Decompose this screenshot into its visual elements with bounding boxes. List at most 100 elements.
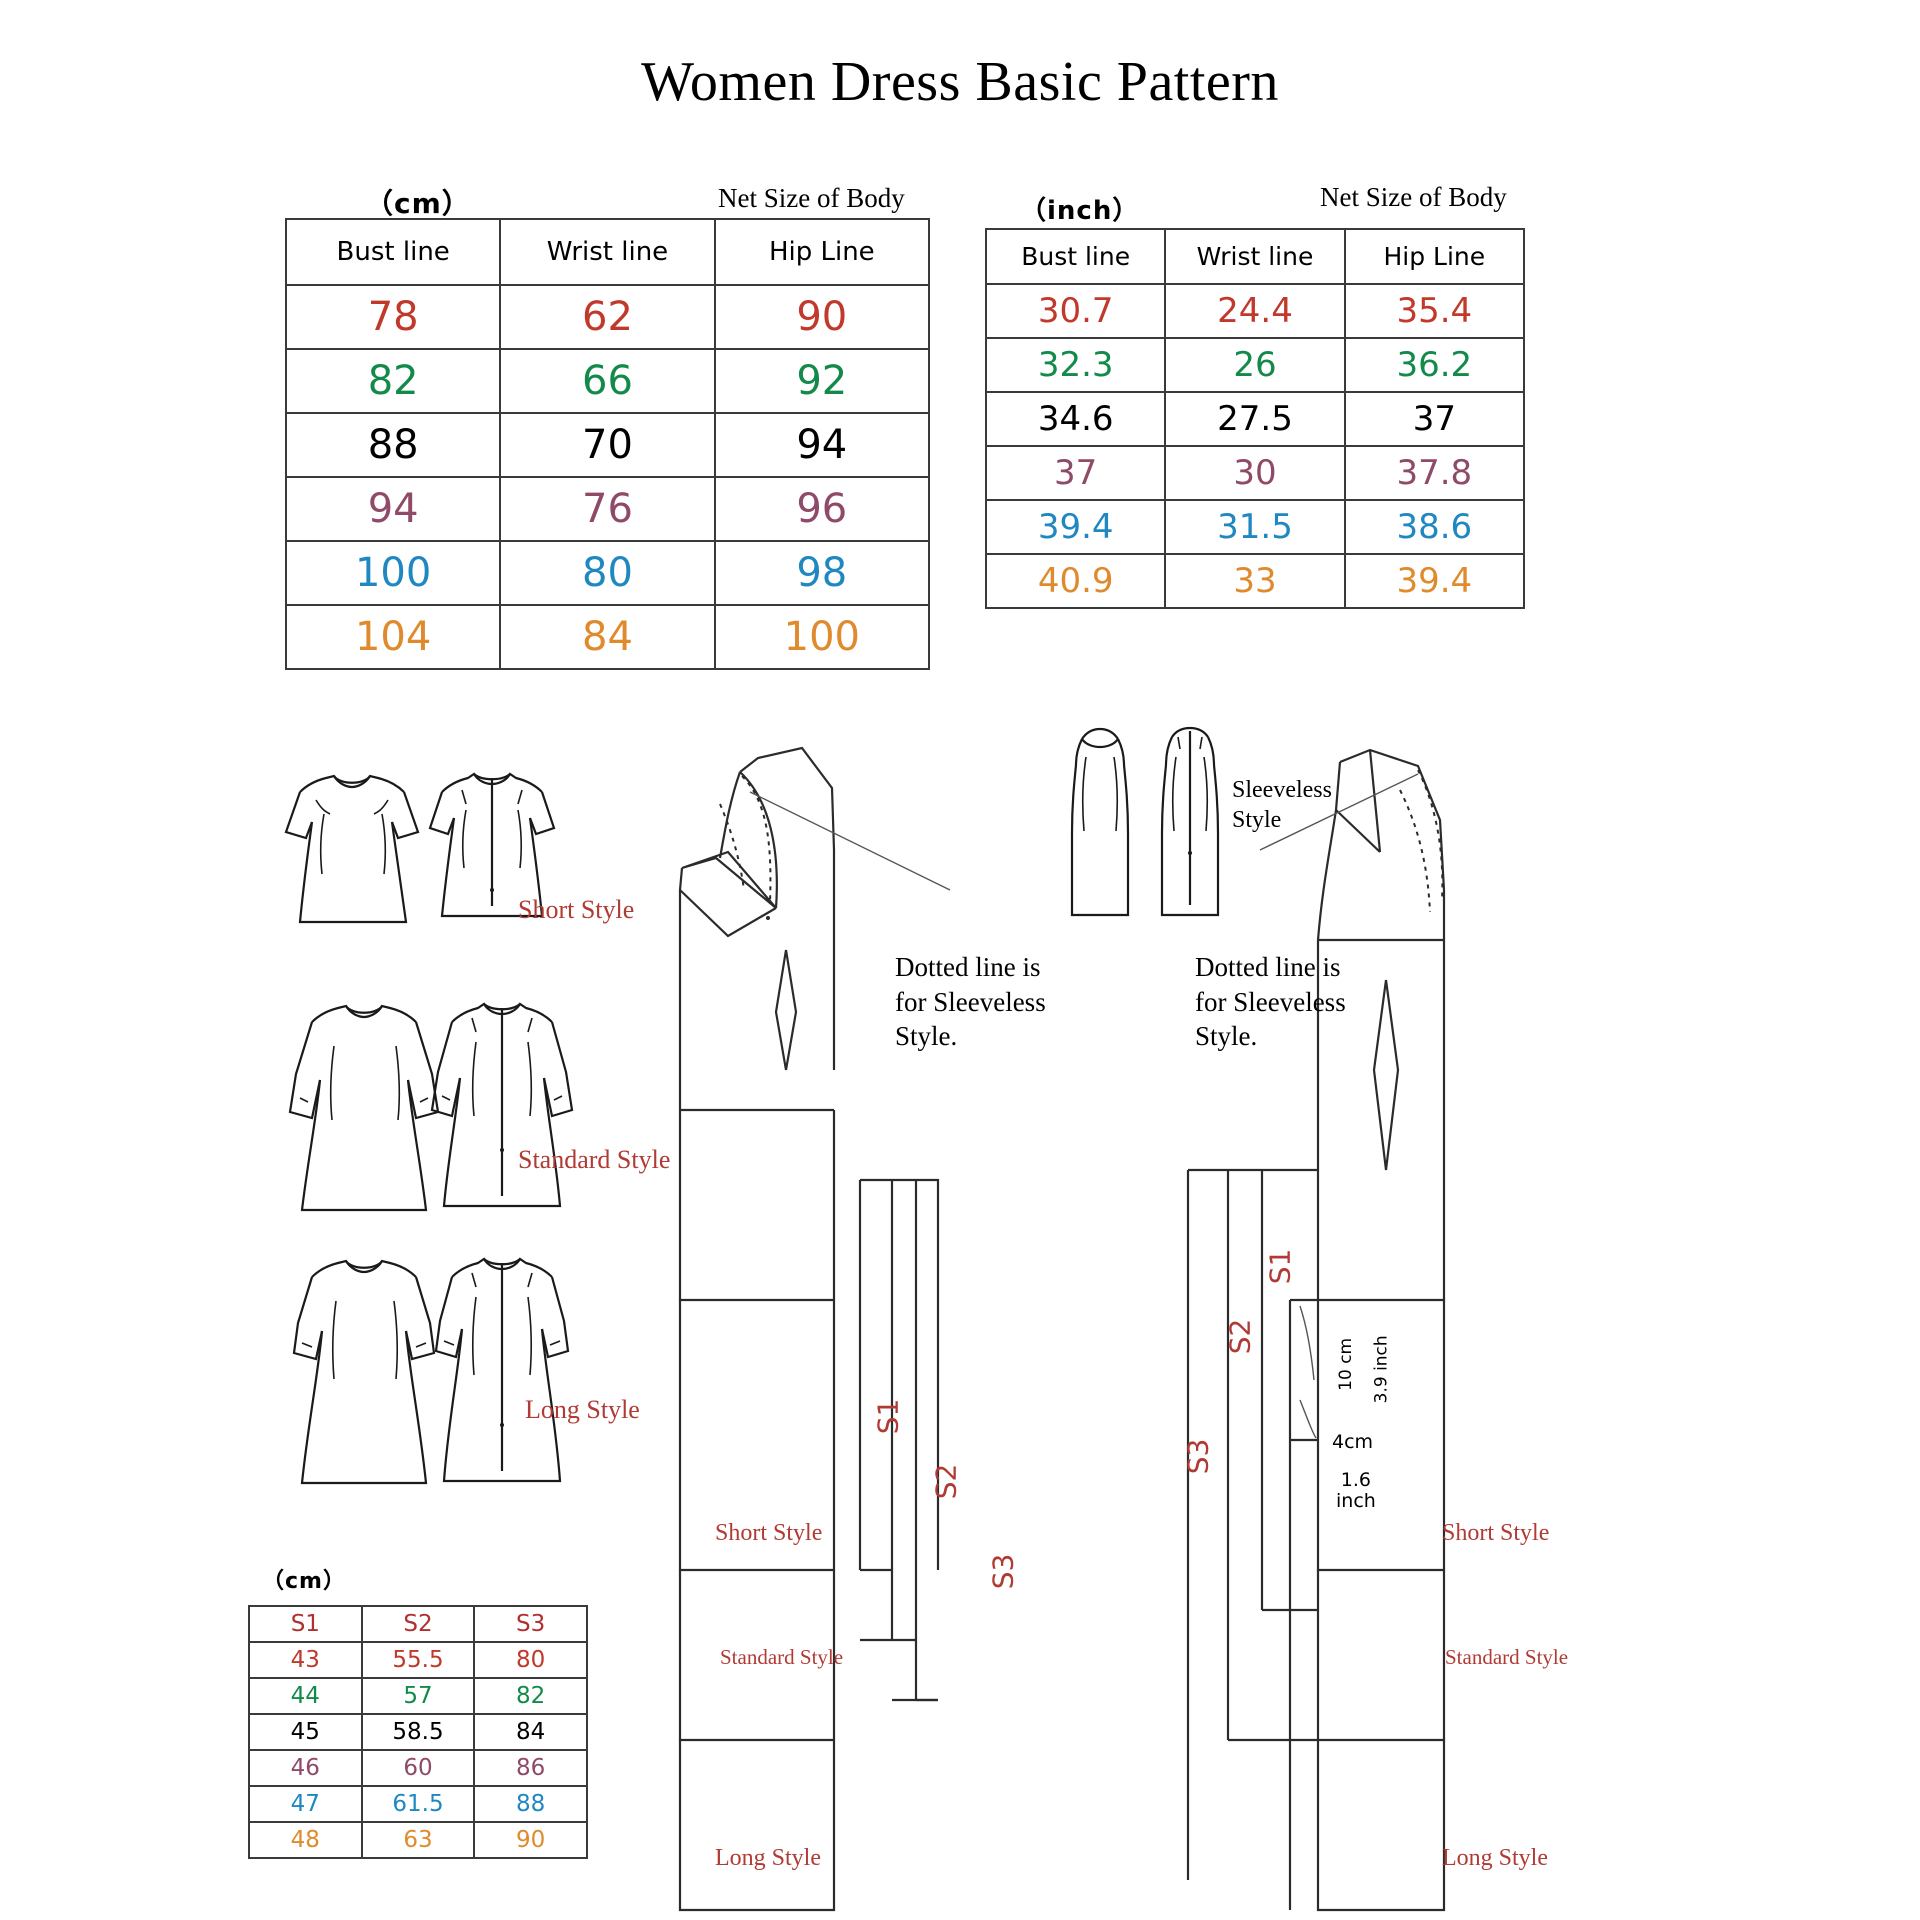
pattern-label-long-style-right: Long Style: [1442, 1845, 1548, 1871]
table-cell: 45: [248, 1713, 363, 1751]
table-cell: 46: [248, 1749, 363, 1787]
pattern-label-short-style-right: Short Style: [1442, 1520, 1550, 1546]
table-cell: 100: [284, 540, 502, 606]
cm-table-caption: Net Size of Body: [718, 183, 905, 213]
table-cell: 63: [360, 1821, 476, 1859]
dress-illustration-sleeveless: [1070, 727, 1130, 917]
table-cell: 62: [499, 284, 716, 350]
table-cell: 44: [248, 1677, 363, 1715]
dress-illustrations-long: [292, 1259, 436, 1485]
label-short-style-illustration: Short Style: [518, 895, 635, 924]
table-cell: 104: [284, 604, 502, 670]
table-cell: 96: [713, 476, 931, 542]
dimension-10cm: 10 cm: [1336, 1337, 1357, 1391]
table-cell: 92: [713, 348, 931, 414]
table-cell: 58.5: [360, 1713, 476, 1751]
table-cell: 98: [713, 540, 931, 606]
table-cell: 43: [248, 1641, 363, 1679]
table-cell: 34.6: [984, 391, 1167, 447]
table-cell: 26: [1164, 337, 1346, 393]
table-cell: 35.4: [1343, 283, 1526, 339]
table-cell: 39.4: [984, 499, 1167, 555]
pattern-block-right: [1186, 748, 1446, 1912]
table-cell: 78: [284, 284, 502, 350]
table-cell: 27.5: [1164, 391, 1346, 447]
pattern-label-short-style-left: Short Style: [715, 1520, 823, 1546]
note-dotted-line-right: Dotted line is for Sleeveless Style.: [1195, 952, 1346, 1052]
column-header-bust: Bust line: [284, 218, 502, 286]
table-cell: 94: [284, 476, 502, 542]
table-cell: 88: [284, 412, 502, 478]
page-title: Women Dress Basic Pattern: [641, 51, 1279, 113]
table-cell: 38.6: [1343, 499, 1526, 555]
table-cell: 88: [473, 1785, 588, 1823]
table-cell: 57: [360, 1677, 476, 1715]
dress-illustrations-standard-back: [430, 1002, 574, 1208]
column-header-s2: S2: [360, 1605, 476, 1643]
table-cell: 32.3: [984, 337, 1167, 393]
dress-illustrations-long-back: [434, 1257, 570, 1483]
table-cell: 84: [499, 604, 716, 670]
pattern-label-standard-style-right: Standard Style: [1445, 1645, 1569, 1669]
sleeve-table-unit-label: （cm）: [262, 1569, 346, 1594]
seam-label-s1-right: S1: [1263, 1248, 1297, 1285]
table-cell: 30: [1164, 445, 1346, 501]
inch-table-caption: Net Size of Body: [1320, 182, 1507, 212]
table-cell: 36.2: [1343, 337, 1526, 393]
pattern-block-left: [678, 746, 951, 1912]
table-cell: 37: [1343, 391, 1526, 447]
dimension-4cm: 4cm: [1332, 1431, 1374, 1453]
dress-illustration-sleeveless-back: [1160, 726, 1220, 917]
table-cell: 84: [473, 1713, 588, 1751]
column-header-s3: S3: [473, 1605, 588, 1643]
table-cell: 31.5: [1164, 499, 1346, 555]
column-header-wrist: Wrist line: [1164, 228, 1346, 285]
dimension-1-6-inch: 1.6 inch: [1336, 1469, 1376, 1512]
table-cell: 76: [499, 476, 716, 542]
seam-label-s2-left: S2: [929, 1463, 963, 1500]
table-cell: 82: [473, 1677, 588, 1715]
table-cell: 39.4: [1343, 553, 1526, 609]
column-header-s1: S1: [248, 1605, 363, 1643]
dress-illustrations-short-back: [428, 772, 556, 918]
table-cell: 40.9: [984, 553, 1167, 609]
column-header-wrist: Wrist line: [499, 218, 716, 286]
seam-label-s3-left: S3: [986, 1553, 1020, 1590]
table-cell: 94: [713, 412, 931, 478]
column-header-hip: Hip Line: [713, 218, 931, 286]
column-header-hip: Hip Line: [1343, 228, 1526, 285]
cm-table-unit-label: （cm）: [365, 187, 471, 220]
table-cell: 61.5: [360, 1785, 476, 1823]
table-cell: 48: [248, 1821, 363, 1859]
table-cell: 55.5: [360, 1641, 476, 1679]
table-header-row: Bust line Wrist line Hip Line: [984, 228, 1526, 285]
table-header-row: S1 S2 S3: [248, 1605, 588, 1643]
table-cell: 80: [499, 540, 716, 606]
table-cell: 37.8: [1343, 445, 1526, 501]
dress-illustrations-short: [284, 774, 420, 924]
pattern-label-standard-style-left: Standard Style: [720, 1645, 844, 1669]
inch-table-unit-label: （inch）: [1020, 196, 1140, 226]
label-long-style-illustration: Long Style: [525, 1395, 640, 1424]
table-cell: 60: [360, 1749, 476, 1787]
pattern-label-long-style-left: Long Style: [715, 1845, 821, 1871]
label-sleeveless-style: Sleeveless Style: [1232, 777, 1332, 833]
table-cell: 66: [499, 348, 716, 414]
table-header-row: Bust line Wrist line Hip Line: [284, 218, 931, 286]
dimension-3-9-inch: 3.9 inch: [1371, 1335, 1392, 1404]
table-cell: 70: [499, 412, 716, 478]
